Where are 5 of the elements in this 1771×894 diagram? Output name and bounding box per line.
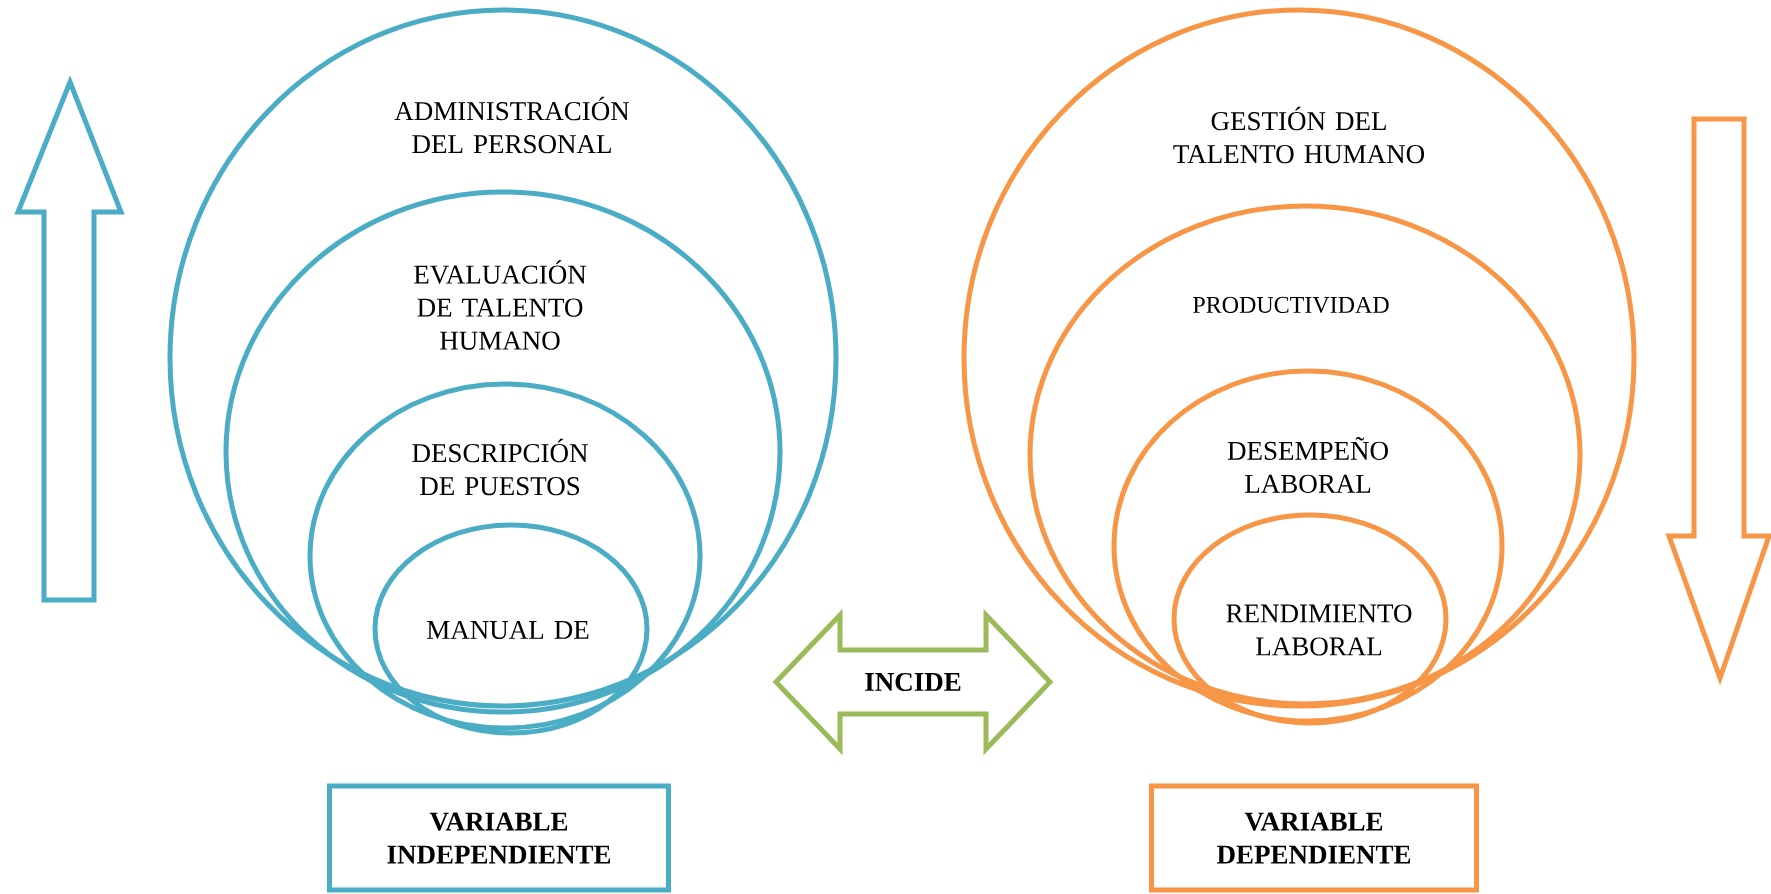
variable-box: VARIABLE INDEPENDIENTE xyxy=(327,783,671,893)
edge-label: INCIDE xyxy=(863,671,963,693)
circle-label: MANUAL DE xyxy=(372,522,650,736)
circle-label: RENDIMIENTO LABORAL xyxy=(1171,512,1449,726)
variable-box: VARIABLE DEPENDIENTE xyxy=(1149,783,1479,893)
